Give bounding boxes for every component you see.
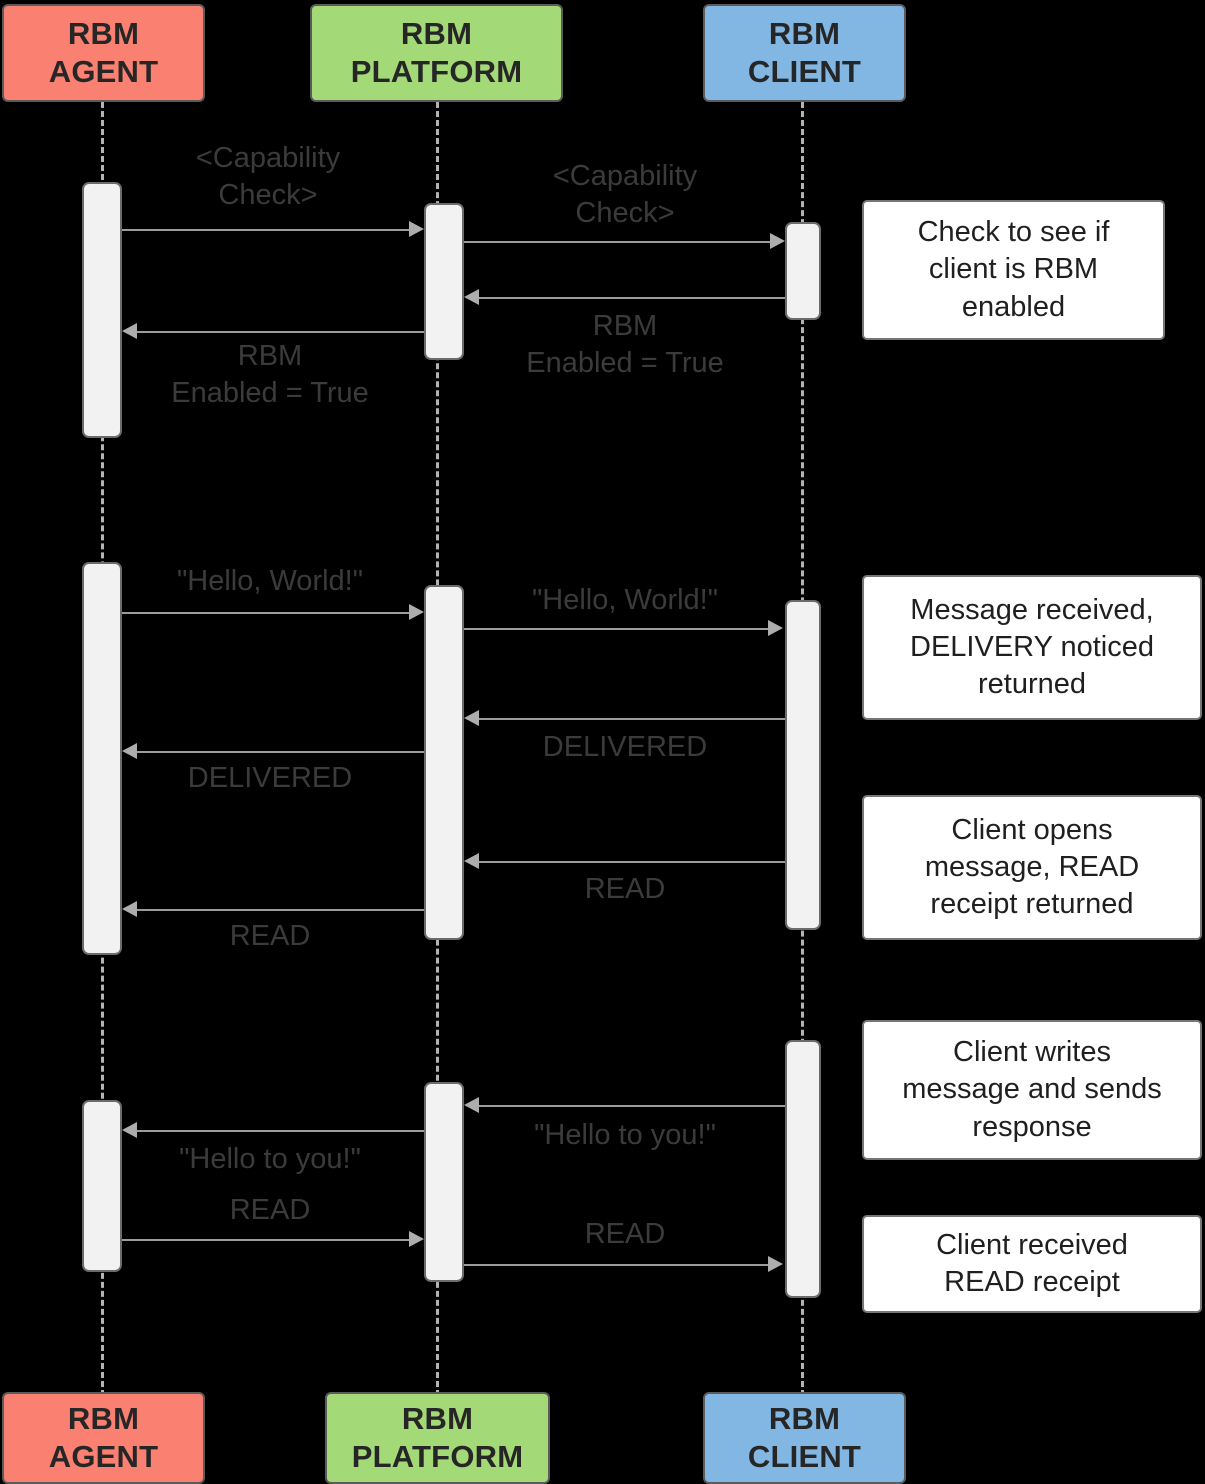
activation-platform-2 (424, 585, 464, 940)
message-label-m8: DELIVERED (187, 762, 353, 794)
message-line-m11 (479, 1105, 785, 1107)
message-label-m10: READ (229, 920, 311, 952)
message-arrowhead-m9 (464, 853, 479, 869)
activation-agent-1 (82, 182, 122, 438)
participant-footer-client[interactable]: RBM CLIENT (703, 1392, 906, 1484)
message-arrowhead-m7 (464, 710, 479, 726)
message-label-m14: READ (584, 1218, 666, 1250)
note-client-opens-message: Client opens message, READ receipt retur… (862, 795, 1202, 940)
message-label-m7: DELIVERED (542, 731, 708, 763)
participant-header-agent[interactable]: RBM AGENT (2, 4, 205, 102)
message-label-m12: "Hello to you!" (179, 1143, 361, 1175)
message-label-m2: <Capability Check> (552, 160, 698, 229)
message-arrowhead-m8 (122, 743, 137, 759)
message-arrowhead-m6 (768, 620, 783, 636)
message-line-m8 (137, 751, 424, 753)
message-line-m7 (479, 718, 785, 720)
message-arrowhead-m13 (409, 1231, 424, 1247)
activation-client-1 (785, 222, 821, 320)
message-line-m12 (137, 1130, 424, 1132)
participant-label-line2: CLIENT (747, 54, 862, 89)
note-message-received: Message received, DELIVERY noticed retur… (862, 575, 1202, 720)
participant-label-line1: RBM (401, 1401, 474, 1437)
message-arrowhead-m12 (122, 1122, 137, 1138)
message-arrowhead-m4 (122, 323, 137, 339)
note-client-writes-message: Client writes message and sends response (862, 1020, 1202, 1160)
message-line-m5 (122, 612, 410, 614)
message-arrowhead-m1 (409, 221, 424, 237)
message-arrowhead-m2 (770, 233, 785, 249)
message-line-m14 (464, 1264, 770, 1266)
message-line-m10 (137, 909, 424, 911)
message-label-m6: "Hello, World!" (531, 584, 719, 616)
message-line-m1 (122, 229, 410, 231)
activation-agent-3 (82, 1100, 122, 1272)
message-arrowhead-m3 (464, 289, 479, 305)
message-label-m13: READ (229, 1194, 311, 1226)
activation-client-3 (785, 1040, 821, 1298)
participant-label-line1: RBM (768, 16, 841, 52)
participant-header-platform[interactable]: RBM PLATFORM (310, 4, 563, 102)
participant-label-line1: RBM (67, 1401, 140, 1437)
message-line-m9 (479, 861, 785, 863)
message-label-m5: "Hello, World!" (176, 565, 364, 597)
message-label-m9: READ (584, 873, 666, 905)
participant-label-line1: RBM (400, 16, 473, 52)
note-client-received-read: Client received READ receipt (862, 1215, 1202, 1313)
message-line-m2 (464, 241, 772, 243)
message-label-m4: RBM Enabled = True (171, 340, 369, 409)
participant-label-line2: AGENT (48, 54, 159, 89)
participant-label-line2: PLATFORM (351, 1439, 524, 1474)
message-arrowhead-m10 (122, 901, 137, 917)
activation-agent-2 (82, 562, 122, 955)
message-arrowhead-m5 (409, 604, 424, 620)
activation-platform-1 (424, 203, 464, 360)
message-line-m6 (464, 628, 770, 630)
participant-label-line2: CLIENT (747, 1439, 862, 1474)
participant-label-line1: RBM (67, 16, 140, 52)
activation-platform-3 (424, 1082, 464, 1282)
message-label-m11: "Hello to you!" (534, 1119, 716, 1151)
participant-label-line2: AGENT (48, 1439, 159, 1474)
message-line-m3 (479, 297, 785, 299)
participant-label-line2: PLATFORM (350, 54, 523, 89)
activation-client-2 (785, 600, 821, 930)
note-check-rbm-enabled: Check to see if client is RBM enabled (862, 200, 1165, 340)
participant-header-client[interactable]: RBM CLIENT (703, 4, 906, 102)
participant-footer-agent[interactable]: RBM AGENT (2, 1392, 205, 1484)
message-line-m13 (122, 1239, 410, 1241)
message-line-m4 (137, 331, 424, 333)
message-label-m1: <Capability Check> (195, 142, 341, 211)
participant-footer-platform[interactable]: RBM PLATFORM (325, 1392, 550, 1484)
participant-label-line1: RBM (768, 1401, 841, 1437)
message-label-m3: RBM Enabled = True (526, 310, 724, 379)
message-arrowhead-m11 (464, 1097, 479, 1113)
message-arrowhead-m14 (768, 1256, 783, 1272)
